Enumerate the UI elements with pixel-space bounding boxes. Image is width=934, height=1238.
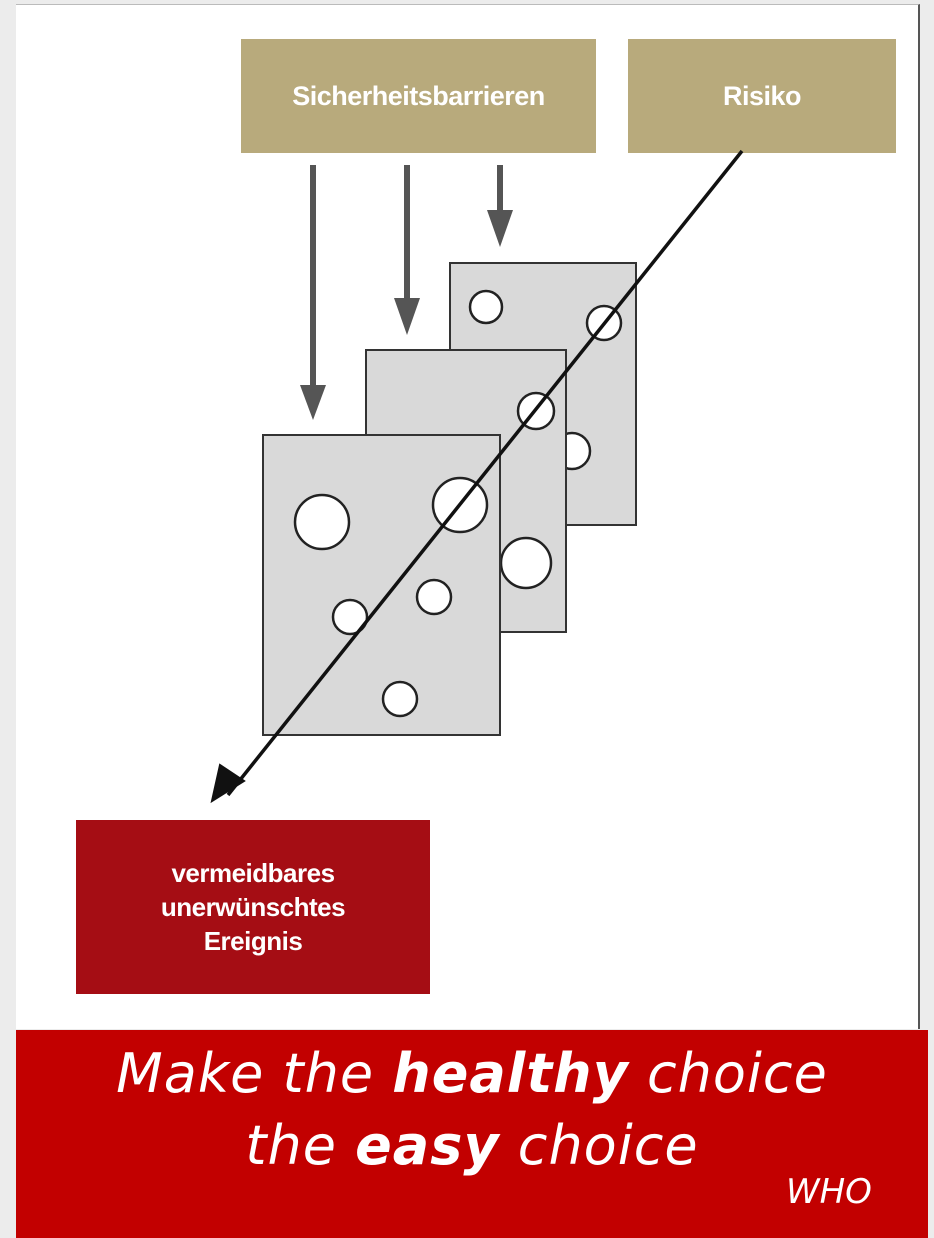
diagram-frame: Sicherheitsbarrieren Risiko <box>16 4 920 1029</box>
slogan-line-1-suffix: choice <box>647 1042 828 1105</box>
hole <box>417 580 451 614</box>
avoidable-adverse-event-box: vermeidbares unerwünschtes Ereignis <box>76 820 430 994</box>
slogan-line-2-suffix: choice <box>518 1114 699 1177</box>
barrier-slice-1 <box>263 435 500 735</box>
slogan-line-1-prefix: Make the <box>116 1042 374 1105</box>
barrier-arrow-2 <box>394 165 420 335</box>
barrier-arrow-1 <box>300 165 326 420</box>
slogan-attribution: WHO <box>786 1172 872 1212</box>
barrier-arrow-3 <box>487 165 513 247</box>
hole <box>295 495 349 549</box>
event-label-line-2: unerwünschtes <box>161 890 345 924</box>
slogan-line-2-emphasis: easy <box>355 1114 499 1177</box>
hole <box>470 291 502 323</box>
slogan-banner: Make the healthy choice the easy choice … <box>16 1030 928 1238</box>
event-label-line-1: vermeidbares <box>171 856 334 890</box>
slogan-line-1-emphasis: healthy <box>392 1042 628 1105</box>
event-label-line-3: Ereignis <box>204 924 303 958</box>
slogan-line-2-prefix: the <box>245 1114 337 1177</box>
slogan-line-2: the easy choice <box>16 1114 928 1177</box>
slogan-line-1: Make the healthy choice <box>16 1042 928 1105</box>
hole <box>383 682 417 716</box>
hole <box>501 538 551 588</box>
